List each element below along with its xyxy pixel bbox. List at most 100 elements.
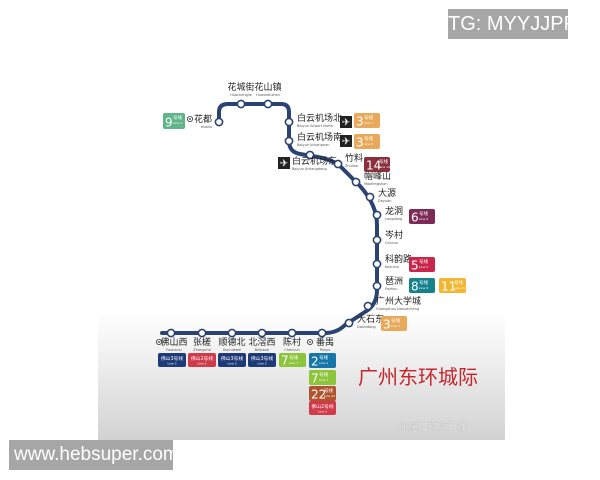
station-pinyin: Guangzhou Daxuecheng [376, 307, 419, 311]
line-suffix: 号线 [419, 258, 428, 265]
station-dot [317, 328, 327, 338]
airport-icon: ✈ [340, 116, 352, 129]
station-dot [351, 177, 361, 187]
line-sub: Line 6 [419, 217, 428, 221]
station-pinyin: Cencun [385, 241, 398, 245]
line-sub: Line 7 [289, 361, 298, 365]
line-sub: Line 3 [391, 324, 400, 328]
line-suffix: 佛山2号线 [311, 403, 333, 410]
line-suffix: 号线 [319, 354, 328, 361]
station-name: 番禺 [316, 336, 334, 348]
line-suffix: 号线 [419, 279, 428, 286]
station-dot [372, 259, 382, 269]
station-dot [284, 117, 294, 127]
map-title: 广州东环城际 [358, 365, 478, 389]
station-pinyin: Foshanxi [166, 348, 182, 352]
station-name: 佛山西 [160, 336, 187, 348]
interchange-marker-icon [155, 338, 162, 345]
station-name: 帽峰山 [364, 170, 391, 182]
route-map-svg: 花都Huadu花城街Huachengjie花山镇Huashanzhen白云机场北… [155, 81, 478, 433]
station-name: 琶洲 [385, 276, 403, 287]
line-number: 6 [411, 211, 419, 225]
station-name: 科韵路 [385, 253, 412, 265]
station-name: 大石东 [357, 313, 384, 325]
station-pinyin: Baiyun Airport North [297, 124, 333, 128]
route-line [160, 102, 379, 335]
line-suffix: 号线 [319, 371, 328, 378]
station-name: 龙洞 [385, 205, 403, 217]
station-dot [372, 235, 382, 245]
svg-text:✈: ✈ [342, 137, 350, 148]
line-sub: Line 2 [197, 362, 206, 366]
station-dot [287, 328, 297, 338]
line-number: 5 [411, 259, 419, 273]
station-pinyin: Shundebei [223, 348, 242, 352]
station-dot [284, 136, 294, 146]
line-suffix: 号线 [379, 158, 388, 165]
svg-text:✈: ✈ [342, 118, 350, 129]
station-dot [236, 99, 246, 109]
line-sub: Line 8 [419, 286, 428, 290]
airport-icon: ✈ [278, 157, 290, 170]
station-name: 北滘西 [248, 337, 275, 348]
station-name: 花山镇 [254, 81, 281, 93]
station-dot [214, 117, 224, 127]
station-dot [197, 328, 207, 338]
line-suffix: 号线 [391, 317, 400, 324]
station-dot [333, 159, 343, 169]
line-number: 8 [411, 280, 419, 294]
station-dot [227, 328, 237, 338]
station-dot [372, 281, 382, 291]
station-pinyin: Panyu [320, 348, 331, 352]
station-dot [372, 210, 382, 220]
station-pinyin: Keyunlu [385, 265, 399, 269]
line-number: 22 [311, 388, 326, 402]
station-name: 广州大学城 [376, 295, 421, 307]
line-number: 14 [366, 159, 381, 173]
station-pinyin: Longdong [385, 217, 402, 221]
station-name: 白云机场东 [292, 155, 337, 167]
line-sub: Line 3 [227, 362, 236, 366]
line-suffix: 号线 [324, 387, 333, 394]
